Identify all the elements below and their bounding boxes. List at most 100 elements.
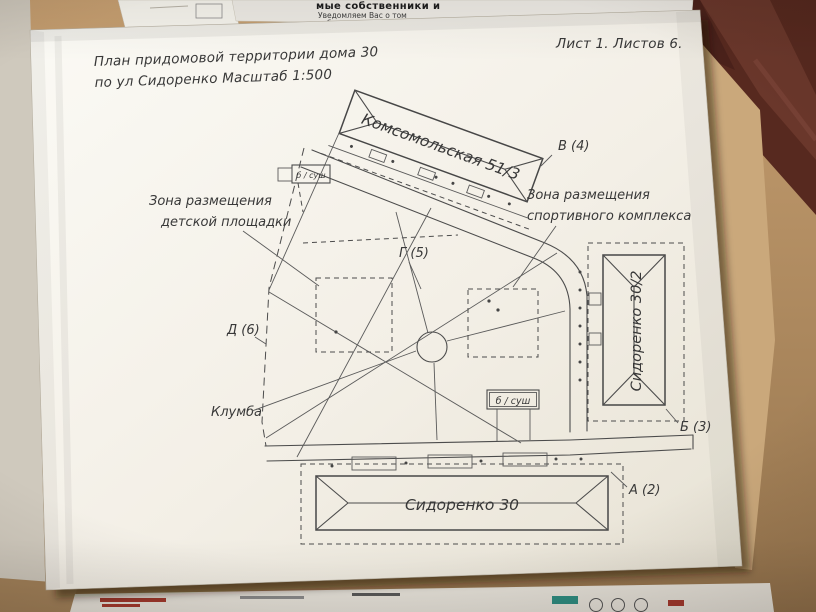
path-from-flowerbed: [433, 362, 438, 441]
bottom-doc-red-text2: [102, 604, 140, 607]
dot: [487, 194, 491, 198]
dot: [578, 324, 582, 328]
playground-leader-line: [242, 230, 320, 287]
shed-bottom-box: [486, 389, 540, 410]
fabric-fold: [700, 0, 816, 160]
building-right-label-group: Сидоренко 30/2: [629, 271, 645, 392]
building-bottom-dashed-bound: [300, 463, 624, 545]
sport-label-line2: спортивного комплекса: [527, 209, 691, 224]
facade-dashed-line: [321, 153, 530, 230]
paper-sketch-line: [149, 5, 189, 9]
building-right-label: Сидоренко 30/2: [629, 271, 645, 392]
entrance: [427, 454, 473, 469]
notice-headline-fragment: мые собственники и: [316, 0, 440, 12]
dot: [479, 459, 483, 463]
dot: [578, 306, 582, 310]
entrance-dots: [330, 457, 583, 468]
dot: [434, 175, 438, 179]
sheet-top-shade: [30, 10, 701, 42]
playground-zone-square: [315, 277, 393, 353]
bottom-doc-grey-text: [240, 596, 304, 599]
shed-top-annex: [277, 167, 293, 182]
roof-ridge: [376, 122, 506, 170]
dot: [487, 299, 491, 303]
path-diagonal-3: [268, 291, 522, 444]
point-markers: В (4) Г (5) Д (6) Б (3) А (2): [226, 139, 711, 498]
courtyard-dashed-line: [302, 234, 459, 244]
path-to-right-road: [446, 310, 566, 342]
plan-sheet: [29, 9, 743, 591]
courtyard-paths: [265, 207, 566, 458]
marker-g5: Г (5): [399, 246, 429, 261]
building-bottom-outline: [315, 475, 609, 531]
left-paper-edge: [0, 0, 46, 612]
sheet-left-shade: [30, 30, 60, 590]
sport-zone-label: Зона размещения спортивного комплекса: [512, 188, 691, 288]
marker-b3: Б (3): [680, 420, 711, 435]
dot: [578, 270, 582, 274]
marker-d6: Д (6): [226, 323, 260, 338]
dot: [578, 378, 582, 382]
marker-v4-leader: [540, 154, 553, 167]
building-sidorenko-30-2: Сидоренко 30/2: [578, 242, 685, 422]
road-upper-line: [311, 149, 588, 432]
entrance: [417, 166, 437, 181]
roof-hips: [602, 254, 666, 406]
bottom-doc-sheet: [70, 583, 774, 612]
roof-hips: [315, 475, 609, 531]
sport-leader-line: [512, 225, 557, 288]
shed-top: б / суш: [277, 164, 331, 213]
dot: [578, 288, 582, 292]
shed-top-dashes: [297, 182, 304, 213]
facade-walk-line: [328, 145, 528, 219]
marker-g5-leader: [408, 261, 422, 290]
entrance-dots: [578, 270, 582, 382]
dot: [507, 202, 511, 206]
flowerbed-label-group: Клумба: [211, 350, 417, 420]
marker-d6-leader: [254, 336, 267, 345]
building-komsomolskaya-outline: [338, 89, 544, 203]
dot: [496, 308, 500, 312]
shed-bottom-label: б / суш: [496, 396, 531, 407]
notice-line2: Уведомляем Вас о том: [318, 11, 407, 20]
entrance: [588, 292, 602, 306]
shed-bottom-inner: [489, 392, 537, 407]
entrance-dots: [349, 144, 511, 206]
bottom-doc-red-mark: [668, 600, 684, 606]
flowerbed-label: Клумба: [211, 405, 262, 420]
dot: [334, 330, 338, 334]
fabric-highlight: [753, 58, 816, 142]
flowerbed-circle: [416, 331, 448, 363]
marker-a2-leader: [610, 471, 628, 488]
entrance: [466, 184, 485, 199]
marker-a2: А (2): [628, 483, 660, 498]
sheet-crease: [54, 35, 74, 585]
bottom-road-lower: [266, 448, 692, 462]
building-right-outline: [602, 254, 666, 406]
sheet-info: Лист 1. Листов 6.: [555, 36, 683, 52]
entrance: [351, 456, 397, 471]
playground-label-line2: детской площадки: [160, 215, 291, 230]
bottom-document-strip: [70, 583, 774, 612]
sheet-right-shade: [676, 10, 742, 568]
bottom-doc-red-text: [100, 598, 166, 602]
dot: [349, 144, 353, 148]
playground-zone-label: Зона размещения детской площадки: [149, 194, 320, 287]
dot: [579, 457, 583, 461]
roof-hips: [338, 89, 544, 203]
bottom-doc-teal-mark: [552, 596, 578, 604]
dot: [451, 181, 455, 185]
property-boundary-dashed: [261, 147, 305, 447]
building-bottom-label: Сидоренко 30: [405, 496, 519, 514]
dot: [578, 360, 582, 364]
sport-label-line1: Зона размещения: [527, 188, 650, 203]
dot: [330, 464, 334, 468]
sport-zone-square: [467, 288, 539, 358]
shed-bottom-legs: [496, 409, 531, 441]
dot: [391, 159, 395, 163]
paper-sketch: [195, 3, 223, 19]
path-diagonal-2: [296, 207, 432, 458]
bottom-doc-dark-text: [352, 593, 400, 596]
